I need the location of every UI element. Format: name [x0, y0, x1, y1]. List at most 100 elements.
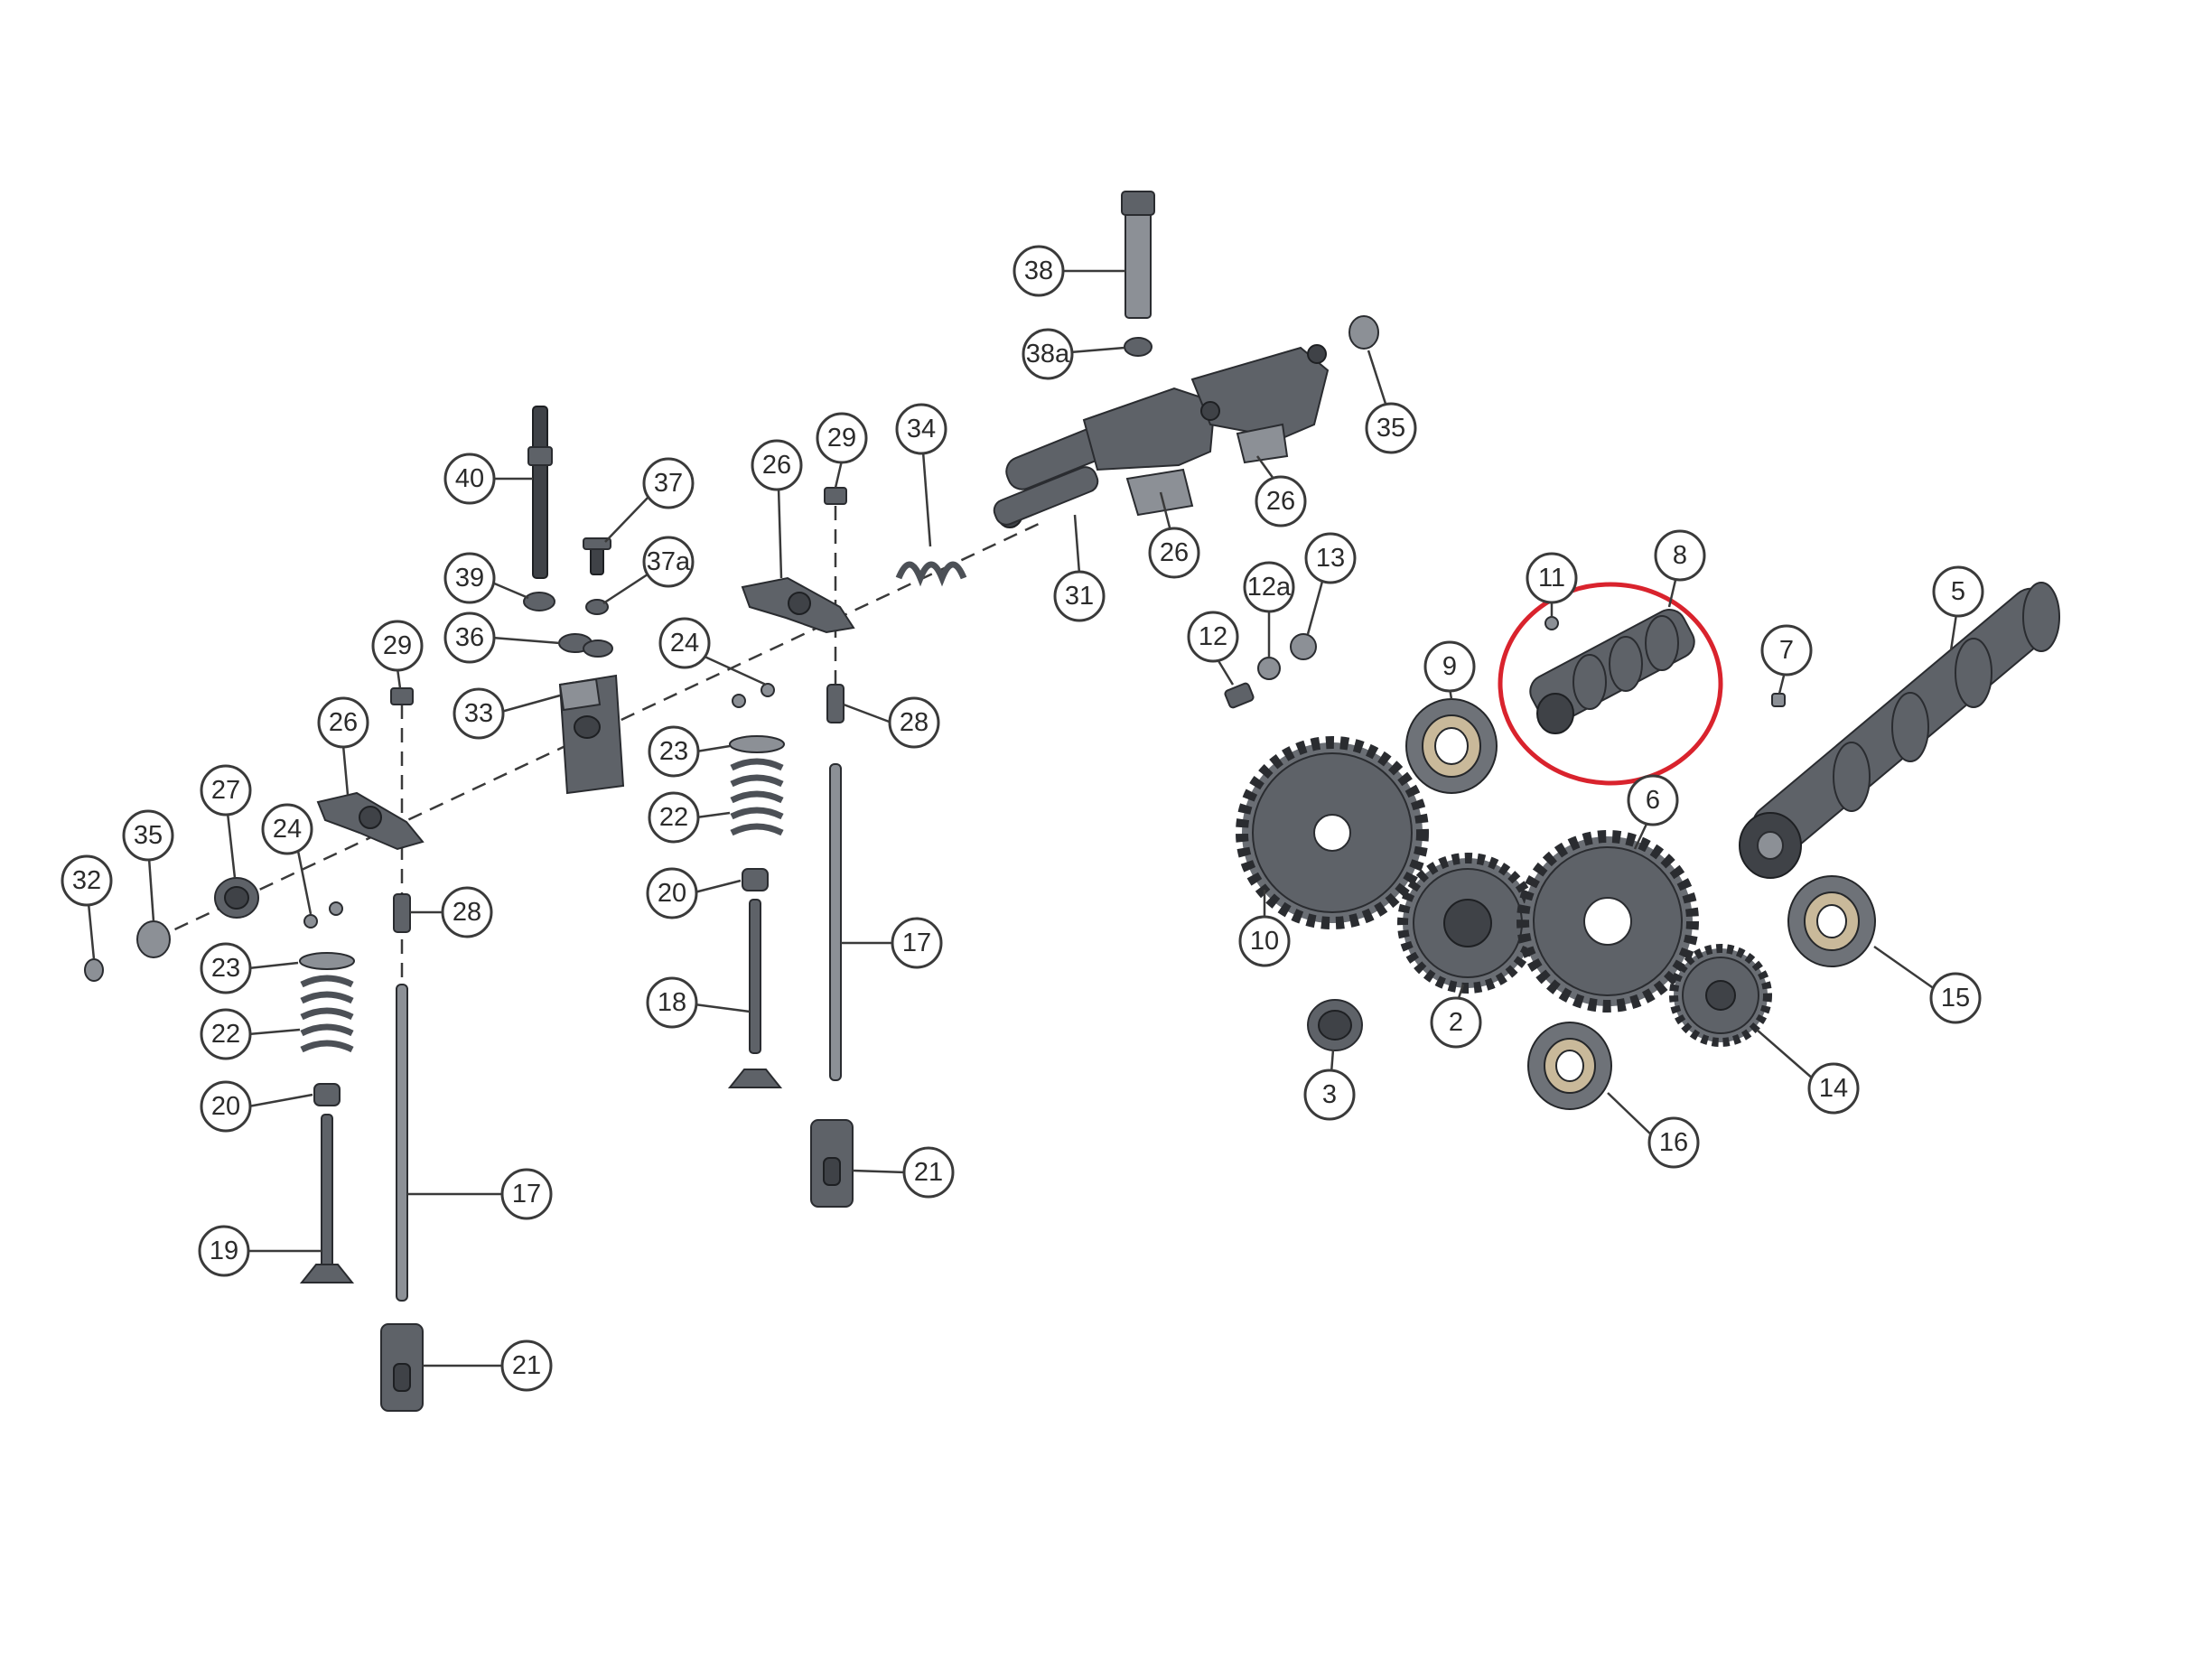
callout-number: 16 — [1659, 1128, 1688, 1157]
callout-15: 15 — [1929, 972, 1982, 1024]
callout-19: 19 — [198, 1225, 250, 1277]
callout-circle — [261, 803, 313, 855]
valve-spring-left — [299, 952, 355, 1106]
callout-circle — [1187, 611, 1239, 663]
leader-c20b — [694, 879, 742, 894]
leader-c29a — [396, 667, 402, 689]
assembly-axes — [153, 506, 1040, 1003]
rod-spring-right — [826, 684, 845, 723]
push-rod-left — [396, 984, 408, 1302]
callout-number: 35 — [134, 821, 163, 850]
leader-c37 — [604, 494, 651, 543]
callout-number: 21 — [512, 1351, 541, 1380]
callout-38: 38 — [1013, 245, 1065, 297]
gear-2 — [1397, 853, 1538, 994]
callout-circle — [895, 403, 947, 455]
bushing — [214, 877, 259, 919]
callout-33: 33 — [453, 687, 505, 740]
leader-c12 — [1216, 658, 1235, 686]
leader-c28b — [843, 703, 892, 724]
stud-bolt — [527, 406, 553, 579]
callout-number: 3 — [1322, 1080, 1337, 1109]
leader-c23b — [695, 744, 731, 753]
shaft-spring — [895, 561, 967, 587]
small-bolt — [583, 537, 611, 575]
leader-c21b — [852, 1169, 907, 1174]
camshaft-small — [1529, 609, 1695, 734]
callout-circle — [441, 886, 493, 938]
callout-circle — [1303, 1069, 1356, 1121]
callout-39: 39 — [443, 552, 496, 604]
callout-circle — [1807, 1062, 1860, 1115]
callout-number: 19 — [210, 1237, 238, 1265]
callout-circle — [648, 791, 700, 844]
valve-spring-right — [729, 735, 785, 891]
callout-circle — [902, 1146, 955, 1199]
callout-27: 27 — [200, 764, 252, 817]
callout-number: 23 — [211, 954, 240, 983]
callout-number: 31 — [1065, 582, 1094, 611]
callout-number: 28 — [453, 898, 481, 927]
callout-28: 28 — [441, 886, 493, 938]
callout-circle — [1053, 570, 1106, 622]
callout-7: 7 — [1760, 624, 1813, 677]
callout-number: 20 — [211, 1092, 240, 1121]
callout-20: 20 — [200, 1080, 252, 1133]
callout-circle — [500, 1168, 553, 1220]
callout-number: 29 — [827, 424, 856, 453]
callout-28: 28 — [888, 696, 940, 749]
callout-37a: 37a — [642, 536, 695, 588]
callout-22: 22 — [648, 791, 700, 844]
key-11 — [1544, 616, 1559, 630]
leader-c26c — [1159, 491, 1172, 532]
callout-number: 14 — [1819, 1074, 1848, 1103]
valve-cap-left-b — [329, 901, 343, 916]
callout-number: 12a — [1247, 573, 1292, 602]
callout-circle — [122, 809, 174, 862]
leader-c16 — [1607, 1092, 1654, 1137]
callout-circle — [1013, 245, 1065, 297]
callout-14: 14 — [1807, 1062, 1860, 1115]
callout-circle — [1255, 475, 1307, 527]
callout-21: 21 — [500, 1339, 553, 1392]
callout-26: 26 — [1255, 475, 1307, 527]
valve-cap-mid-b — [761, 683, 775, 697]
callout-29: 29 — [371, 620, 424, 672]
callout-circle — [371, 620, 424, 672]
callout-circle — [888, 696, 940, 749]
callout-circle — [891, 917, 943, 969]
small-clip — [84, 958, 104, 982]
callout-number: 29 — [383, 631, 412, 660]
callout-number: 17 — [512, 1180, 541, 1209]
leader-c6 — [1633, 821, 1649, 850]
callout-circle — [1627, 774, 1679, 826]
callout-26: 26 — [751, 439, 803, 491]
callout-37: 37 — [642, 457, 695, 509]
gear-6 — [1516, 830, 1699, 1013]
gear-10 — [1236, 736, 1429, 929]
callout-circle — [317, 696, 369, 749]
callout-10: 10 — [1238, 915, 1291, 967]
rocker-shaft — [993, 466, 1099, 526]
callout-number: 22 — [211, 1020, 240, 1049]
leader-c32 — [87, 902, 96, 960]
callout-circle — [642, 536, 695, 588]
callout-circle — [1243, 561, 1295, 613]
washer-39 — [523, 592, 555, 611]
callout-number: 9 — [1442, 652, 1457, 681]
callout-2: 2 — [1430, 996, 1482, 1049]
washer-12a — [1257, 657, 1281, 680]
leader-c35a — [1367, 350, 1388, 407]
leader-c38a — [1069, 346, 1125, 354]
callout-circle — [1932, 565, 1984, 618]
gear-14 — [1669, 944, 1772, 1047]
callout-circle — [61, 854, 113, 907]
leader-c14 — [1756, 1029, 1815, 1080]
callout-number: 11 — [1538, 564, 1565, 593]
callout-17: 17 — [500, 1168, 553, 1220]
callout-circle — [646, 867, 698, 919]
leader-c15 — [1873, 945, 1936, 991]
leader-c5 — [1949, 613, 1958, 651]
tappet-left — [380, 1323, 424, 1412]
callout-circle — [1430, 996, 1482, 1049]
